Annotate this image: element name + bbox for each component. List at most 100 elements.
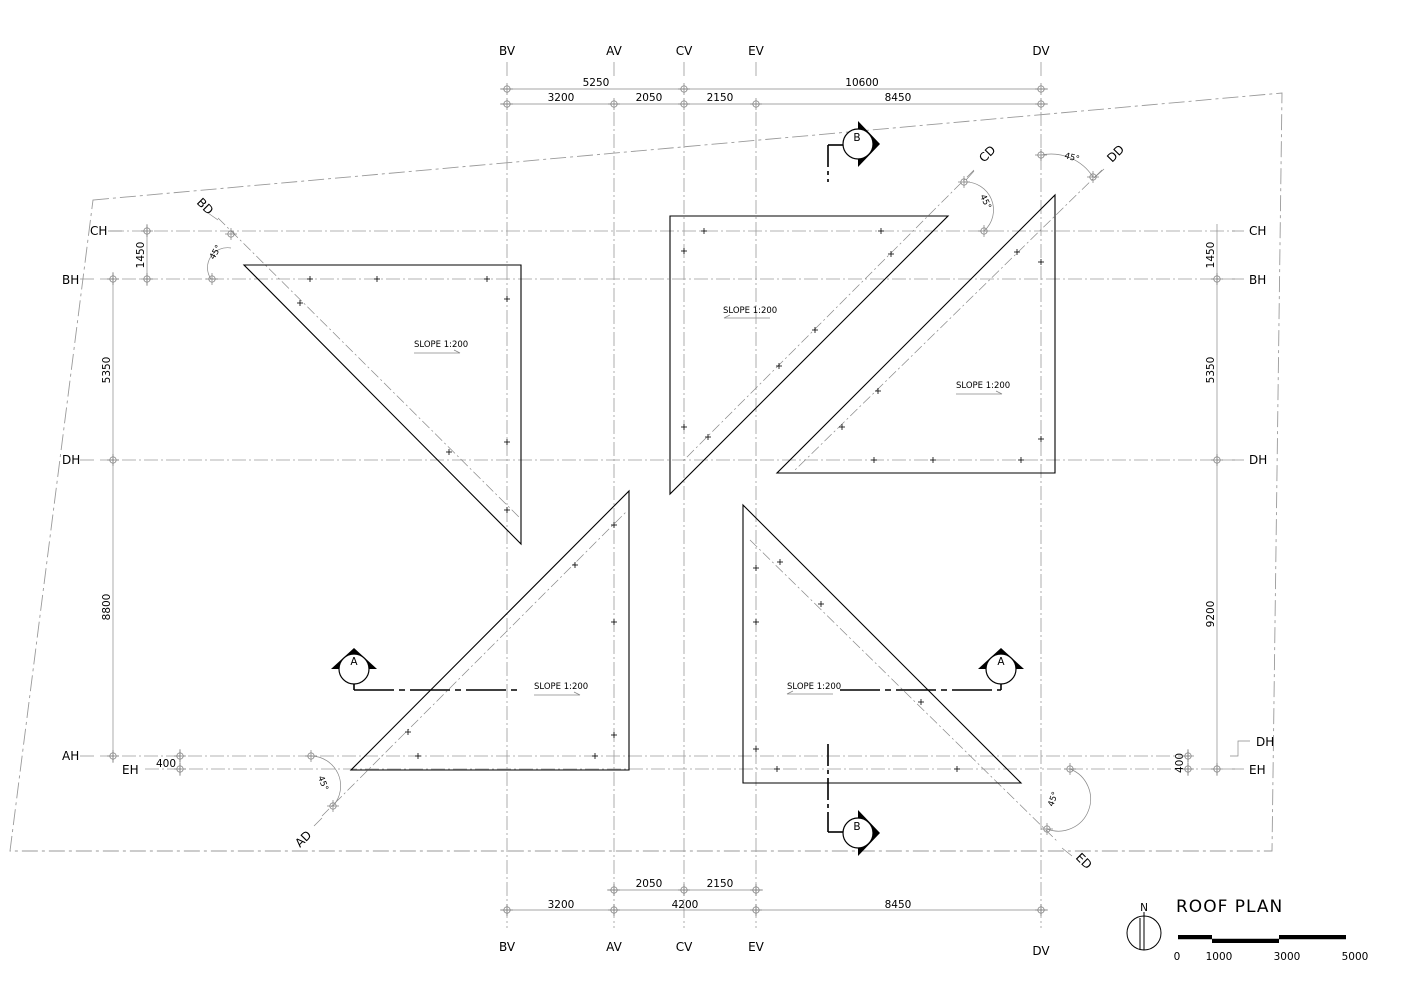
dimensions-left: 1450 5350 8800 400 bbox=[101, 224, 181, 776]
dimension-text: 2050 bbox=[636, 878, 663, 890]
section-b-top-marker: B bbox=[828, 121, 880, 167]
dimension-text: 400 bbox=[1174, 753, 1186, 773]
drain-point bbox=[1014, 249, 1020, 255]
grid-marker bbox=[1035, 98, 1047, 110]
grid-marker bbox=[750, 904, 762, 916]
drain-point bbox=[878, 228, 884, 234]
section-b-label: B bbox=[853, 821, 860, 833]
grid-label-right: DH bbox=[1256, 735, 1274, 749]
drain-point bbox=[297, 300, 303, 306]
grid-marker bbox=[1211, 763, 1223, 775]
drain-point bbox=[611, 522, 617, 528]
grid-labels-diagonal: BD CD DD AD ED bbox=[194, 142, 1127, 872]
drain-point bbox=[776, 363, 782, 369]
section-a-label: A bbox=[997, 656, 1005, 668]
grid-marker bbox=[206, 273, 218, 285]
drain-point bbox=[307, 276, 313, 282]
angle-text: 45° bbox=[1063, 151, 1080, 165]
drain-point bbox=[1018, 457, 1024, 463]
section-markers: A A B B bbox=[331, 121, 1024, 856]
grid-labels-bottom: BV AV CV EV DV bbox=[499, 940, 1050, 958]
drain-point bbox=[504, 439, 510, 445]
drain-point bbox=[405, 729, 411, 735]
vertical-grid-lines bbox=[506, 112, 1042, 928]
section-b-bottom-marker: B bbox=[828, 810, 880, 856]
dimension-text: 8450 bbox=[885, 899, 912, 911]
drain-point bbox=[484, 276, 490, 282]
drain-point bbox=[871, 457, 877, 463]
dimension-text: 5350 bbox=[101, 357, 113, 384]
drain-point bbox=[1038, 259, 1044, 265]
grid-marker bbox=[678, 83, 690, 95]
grid-label-left: BH bbox=[62, 273, 79, 287]
roof-panel-bottom-right bbox=[742, 503, 1023, 784]
grid-marker bbox=[1182, 750, 1194, 762]
section-b-label: B bbox=[853, 132, 860, 144]
grid-marker bbox=[225, 228, 237, 240]
angle-text: 45° bbox=[315, 775, 330, 793]
grid-marker bbox=[1211, 454, 1223, 466]
drain-point bbox=[611, 619, 617, 625]
drain-point bbox=[374, 276, 380, 282]
drain-point bbox=[753, 746, 759, 752]
slope-text: SLOPE 1:200 bbox=[723, 306, 777, 316]
drain-point bbox=[930, 457, 936, 463]
slope-notes: SLOPE 1:200 SLOPE 1:200 SLOPE 1:200 SLOP… bbox=[414, 306, 1010, 696]
dimension-text: 5350 bbox=[1205, 357, 1217, 384]
grid-marker bbox=[501, 98, 513, 110]
drain-point bbox=[611, 732, 617, 738]
grid-marker bbox=[608, 884, 620, 896]
angle-text: 45° bbox=[1046, 790, 1061, 808]
drain-point bbox=[681, 248, 687, 254]
dimension-text: 8450 bbox=[885, 92, 912, 104]
north-arrow: N bbox=[1126, 902, 1162, 951]
grid-label-bottom: CV bbox=[676, 940, 693, 954]
drain-point bbox=[753, 619, 759, 625]
dimension-text: 2050 bbox=[636, 92, 663, 104]
roof-panel-top-center bbox=[669, 215, 950, 496]
grid-marker bbox=[608, 904, 620, 916]
grid-marker bbox=[1182, 763, 1194, 775]
drain-point bbox=[681, 424, 687, 430]
grid-marker bbox=[678, 884, 690, 896]
grid-label-top: AV bbox=[606, 44, 622, 58]
section-a-label: A bbox=[350, 656, 358, 668]
grid-marker bbox=[501, 83, 513, 95]
grid-label-cd: CD bbox=[976, 143, 998, 165]
grid-labels-top: BV AV CV EV DV bbox=[499, 44, 1050, 76]
slope-text: SLOPE 1:200 bbox=[534, 682, 588, 692]
drain-points bbox=[297, 228, 1044, 772]
drain-point bbox=[918, 699, 924, 705]
angle-annotations: 45° 45° 45° 45° 45° bbox=[207, 151, 1094, 832]
grid-label-bd: BD bbox=[194, 195, 216, 217]
drain-point bbox=[701, 228, 707, 234]
drain-point bbox=[504, 507, 510, 513]
drain-point bbox=[1038, 436, 1044, 442]
grid-marker bbox=[608, 98, 620, 110]
grid-label-ed: ED bbox=[1073, 850, 1095, 872]
scale-label: 5000 bbox=[1342, 951, 1369, 963]
drain-point bbox=[592, 753, 598, 759]
grid-label-dd: DD bbox=[1104, 142, 1127, 165]
drain-point bbox=[888, 251, 894, 257]
grid-label-top: CV bbox=[676, 44, 693, 58]
dimensions-right: 1450 5350 9200 400 bbox=[1174, 224, 1218, 776]
angle-text: 45° bbox=[208, 243, 224, 261]
grid-label-bottom: BV bbox=[499, 940, 516, 954]
slope-text: SLOPE 1:200 bbox=[956, 381, 1010, 391]
drain-point bbox=[415, 753, 421, 759]
grid-label-right: CH bbox=[1249, 224, 1266, 238]
diagonal-grid-lines bbox=[217, 169, 1103, 843]
grid-line-bd bbox=[217, 217, 521, 519]
dimensions-bottom: 2050 2150 3200 4200 8450 bbox=[500, 878, 1048, 911]
dimension-text: 3200 bbox=[548, 92, 575, 104]
drain-point bbox=[875, 388, 881, 394]
grid-labels-right: CH BH DH DH EH bbox=[1230, 224, 1274, 777]
roof-panel-top-left bbox=[242, 264, 522, 546]
drain-point bbox=[818, 601, 824, 607]
dimension-text: 2150 bbox=[707, 878, 734, 890]
dimension-text: 1450 bbox=[1205, 242, 1217, 269]
drain-point bbox=[839, 424, 845, 430]
grid-marker bbox=[141, 273, 153, 285]
dimension-text: 9200 bbox=[1205, 601, 1217, 628]
